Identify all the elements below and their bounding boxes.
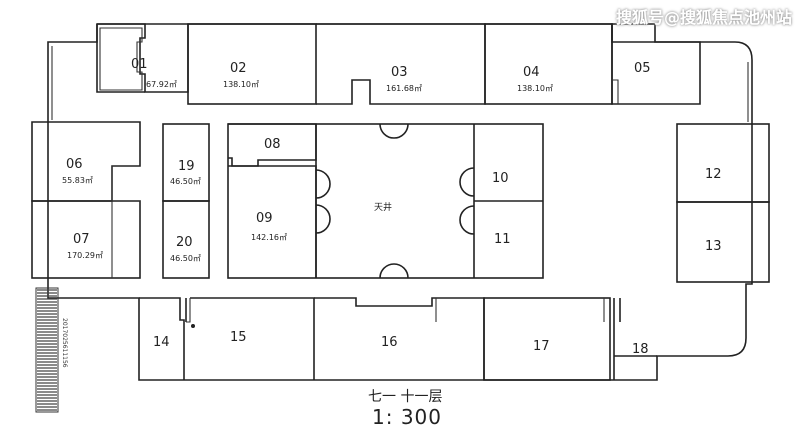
room-15-number: 15 [230,330,247,345]
room-14[interactable] [139,297,185,380]
room-07[interactable] [31,200,141,279]
room-02-area: 138.10㎡ [223,80,259,89]
room-01-area: 67.92㎡ [146,80,177,89]
room-03-area: 161.68㎡ [386,84,422,93]
atrium-bottom-bulge [379,263,409,279]
atrium-top-bulge [379,123,409,139]
floor-label: 七一 十一层 [368,389,443,405]
room-12-number: 12 [705,167,722,182]
room-06-area: 55.83㎡ [62,176,93,185]
room-03-number: 03 [391,65,408,80]
room-15[interactable] [185,297,315,380]
room-07-area: 170.29㎡ [67,251,103,260]
room-05-number: 05 [634,61,651,76]
room-16[interactable] [314,297,485,380]
room-04-area: 138.10㎡ [517,84,553,93]
room-19-area: 46.50㎡ [170,177,201,186]
room-20-area: 46.50㎡ [170,254,201,263]
room-15-pillar [186,298,191,323]
room-11-number: 11 [494,232,511,247]
atrium-left-bulge-1 [315,169,331,199]
stair-frame [35,287,59,413]
room-20[interactable] [162,200,210,279]
room-08-number: 08 [264,137,281,152]
room-18[interactable] [613,298,657,380]
atrium-right-bulge-1 [459,167,475,197]
room-05[interactable] [611,23,701,105]
room-20-number: 20 [176,235,193,250]
room-13-number: 13 [705,239,722,254]
room-10-number: 10 [492,171,509,186]
room-09-area: 142.16㎡ [251,233,287,242]
room-14-number: 14 [153,335,170,350]
room-13[interactable] [676,201,770,283]
room-01[interactable] [96,23,189,93]
room-05-notch [612,79,619,104]
room-12[interactable] [676,123,770,203]
scale-label: 1: 300 [372,405,442,429]
atrium-right-bulge-2 [459,205,475,235]
room-09-number: 09 [256,211,273,226]
marker-dot [191,324,195,328]
room-07-number: 07 [73,232,90,247]
room-04-number: 04 [523,65,540,80]
stair-hatching [35,287,59,413]
outer-boundary [47,23,753,381]
room-18-number: 18 [632,342,649,357]
room-02-number: 02 [230,61,247,76]
room-01-number: 01 [131,57,148,72]
room-06-number: 06 [66,157,83,172]
room-19-number: 19 [178,159,195,174]
stair-code: 2017025611156 [61,318,68,368]
room-02[interactable] [187,23,317,105]
atrium-left-bulge-2 [315,204,331,234]
room-17-number: 17 [533,339,550,354]
watermark: 搜狐号@搜狐焦点池州站 [615,8,792,27]
atrium-label: 天井 [374,201,392,213]
room-16-number: 16 [381,335,398,350]
room-17[interactable] [483,297,611,381]
